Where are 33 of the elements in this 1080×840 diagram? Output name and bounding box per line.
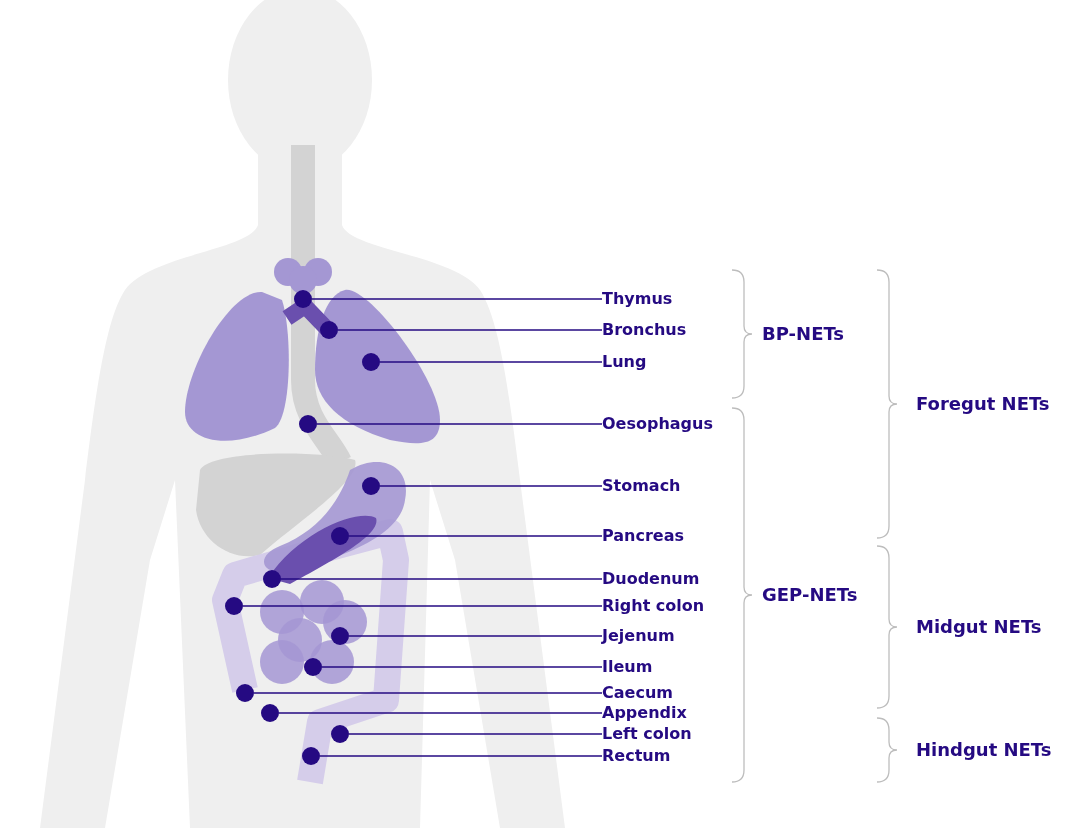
organ-label: Oesophagus xyxy=(602,413,713,435)
leader-line xyxy=(321,666,603,668)
group-label: BP-NETs xyxy=(762,322,845,346)
leader-line xyxy=(379,361,603,363)
group-label: Foregut NETs xyxy=(916,392,1050,416)
group-label: Midgut NETs xyxy=(916,615,1042,639)
organ-label: Bronchus xyxy=(602,319,687,341)
leader-line xyxy=(316,423,603,425)
leader-line xyxy=(319,755,603,757)
organ-label: Stomach xyxy=(602,475,681,497)
leader-line xyxy=(348,635,603,637)
organ-label: Appendix xyxy=(602,702,687,724)
organ-label: Ileum xyxy=(602,656,653,678)
organ-label: Right colon xyxy=(602,595,705,617)
group-label: Hindgut NETs xyxy=(916,738,1052,762)
leader-line xyxy=(348,535,603,537)
leader-line xyxy=(379,485,603,487)
organ-label: Jejenum xyxy=(602,625,675,647)
leader-line xyxy=(278,712,603,714)
organ-label: Lung xyxy=(602,351,647,373)
leader-line xyxy=(348,733,603,735)
leader-line xyxy=(337,329,603,331)
organ-label: Left colon xyxy=(602,723,692,745)
organ-label: Duodenum xyxy=(602,568,700,590)
leader-line xyxy=(280,578,603,580)
organ-label: Rectum xyxy=(602,745,671,767)
organ-label: Caecum xyxy=(602,682,673,704)
leader-line xyxy=(253,692,603,694)
leader-line xyxy=(311,298,603,300)
group-label: GEP-NETs xyxy=(762,583,858,607)
organ-label: Pancreas xyxy=(602,525,685,547)
leader-line xyxy=(242,605,603,607)
organ-label: Thymus xyxy=(602,288,673,310)
